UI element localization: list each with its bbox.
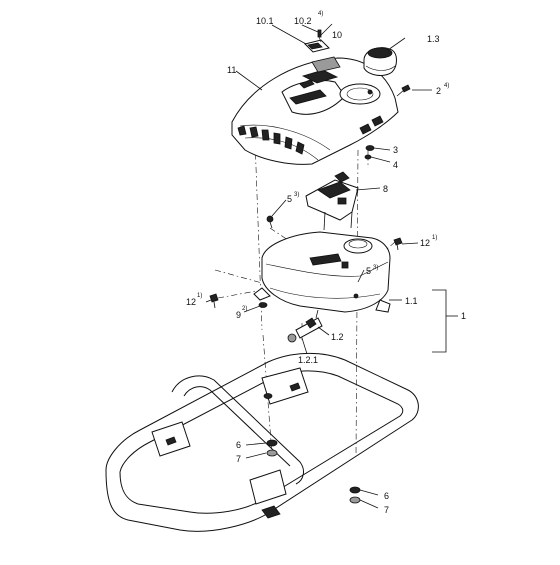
callout-7-right: 7 [384,505,389,515]
washer-nut-parts [364,145,375,160]
screw-part-2 [396,84,411,97]
fuel-tap-part [287,309,323,343]
callout-2-note: 4) [444,83,449,89]
callout-6-left: 6 [236,440,241,450]
callout-1: 1 [461,311,466,321]
frame-part [105,353,419,532]
callout-6-right: 6 [384,491,389,501]
screw-part-9 [258,302,268,308]
callout-1-2-1: 1.2.1 [298,355,318,365]
callout-8: 8 [383,184,388,194]
callout-5-upper-note: 3) [294,192,299,198]
leader-lines [205,23,458,509]
callout-12-right-note: 1) [432,235,437,241]
fuel-tank-part [253,231,391,313]
callout-1-2: 1.2 [331,332,344,342]
callout-7-left: 7 [236,454,241,464]
callout-4: 4 [393,160,398,170]
callout-5-lower: 5 [366,266,371,276]
throttle-bracket-part [305,171,359,231]
callout-5-upper: 5 [287,194,292,204]
callout-3: 3 [393,145,398,155]
callout-12-left: 12 [186,297,196,307]
callout-labels: 10.1 10.2 4) 10 1.3 11 2 4) 3 4 8 5 3) 1… [186,11,466,515]
callout-12-left-note: 1) [197,293,202,299]
callout-10-2-note: 4) [318,11,323,17]
small-cap-part [304,29,330,53]
callout-9-note: 2) [242,306,247,312]
callout-10-1: 10.1 [256,16,274,26]
isolator-parts [263,393,361,504]
callout-10: 10 [332,30,342,40]
callout-9: 9 [236,310,241,320]
filler-cap-part [363,47,397,76]
screw-parts-12 [209,237,403,309]
callout-12-right: 12 [420,238,430,248]
hood-cover-part [231,56,399,165]
callout-1-3: 1.3 [427,34,440,44]
callout-2: 2 [436,86,441,96]
callout-11: 11 [227,65,236,75]
callout-10-2: 10.2 [294,16,312,26]
callout-1-1: 1.1 [405,296,418,306]
callout-5-lower-note: 3) [373,265,378,271]
